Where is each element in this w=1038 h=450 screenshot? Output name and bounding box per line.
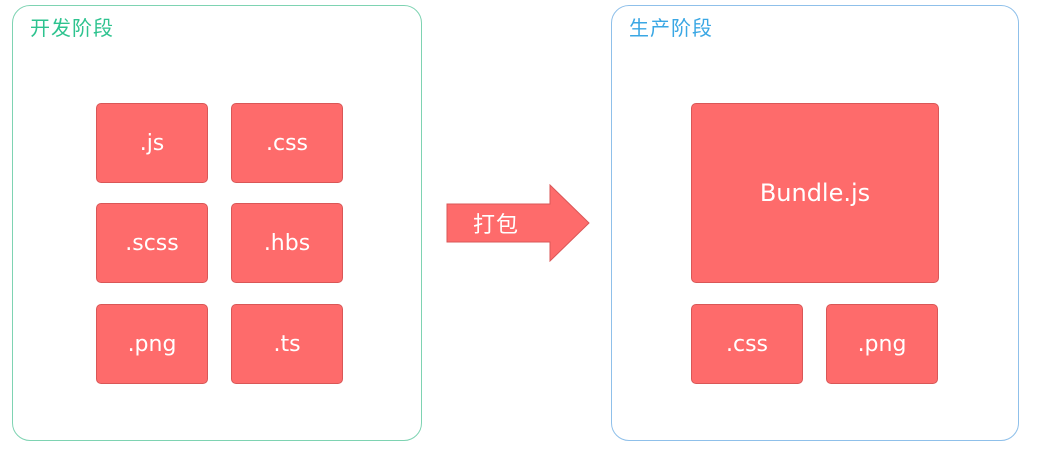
development-stage-title: 开发阶段 [30,16,114,40]
prod-file-css: .css [691,304,803,384]
development-stage-panel: 开发阶段 [12,5,422,441]
production-stage-title: 生产阶段 [629,16,713,40]
dev-file-scss: .scss [96,203,208,283]
prod-file-png: .png [826,304,938,384]
prod-bundle-js: Bundle.js [691,103,939,283]
dev-file-ts: .ts [231,304,343,384]
dev-file-hbs: .hbs [231,203,343,283]
dev-file-png: .png [96,304,208,384]
dev-file-js: .js [96,103,208,183]
dev-file-css: .css [231,103,343,183]
bundle-process-label: 打包 [472,213,519,238]
bundle-arrow-icon [446,184,590,262]
